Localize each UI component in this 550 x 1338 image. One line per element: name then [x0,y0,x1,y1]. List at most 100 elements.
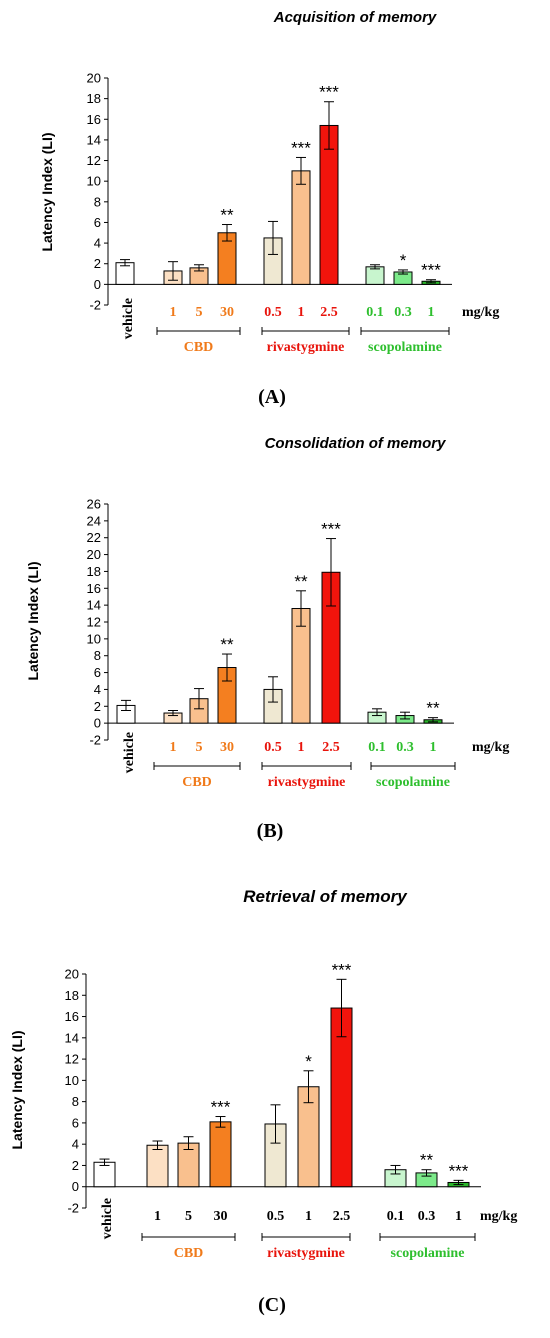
dose-label: 0.5 [264,305,282,320]
significance-mark: ** [426,699,440,718]
y-tick-label: 6 [72,1115,79,1130]
y-tick-label: 4 [94,236,101,251]
significance-mark: *** [319,83,339,102]
y-tick-label: 14 [87,598,101,613]
y-tick-label: 12 [87,153,101,168]
y-tick-label: 4 [94,682,101,697]
dose-label: 0.1 [366,305,384,320]
significance-mark: ** [294,572,308,591]
y-tick-label: 2 [72,1158,79,1173]
y-tick-label: 8 [94,194,101,209]
significance-mark: *** [291,138,311,157]
vehicle-label: vehicle [121,298,136,339]
vehicle-label: vehicle [100,1198,115,1239]
y-tick-label: 14 [87,132,101,147]
chart-title: Acquisition of memory [273,9,437,26]
significance-mark: ** [420,1151,434,1170]
significance-mark: * [400,251,407,270]
dose-label: 0.3 [418,1209,436,1224]
chart-b-svg: Consolidation of memory-2024681012141618… [25,435,509,842]
y-tick-label: 18 [87,564,101,579]
y-tick-label: -2 [89,733,101,748]
y-tick-label: 6 [94,665,101,680]
y-tick-label: 0 [94,277,101,292]
dose-label: 1 [305,1209,312,1224]
y-tick-label: 24 [87,513,101,528]
y-axis-label: Latency Index (LI) [39,132,55,251]
group-label-cbd: CBD [174,1246,204,1261]
unit-label: mg/kg [462,305,499,320]
dose-label: 1 [298,305,305,320]
y-tick-label: 16 [65,1009,79,1024]
significance-mark: *** [449,1161,469,1180]
dose-label: 0.5 [264,740,282,755]
y-tick-label: 14 [65,1030,79,1045]
y-tick-label: 0 [94,716,101,731]
significance-mark: *** [321,520,341,539]
significance-mark: * [305,1052,312,1071]
group-label-cbd: CBD [182,775,212,790]
dose-label: 1 [298,740,305,755]
bar [209,1121,232,1188]
dose-label: 5 [196,740,203,755]
dose-label: 1 [154,1209,161,1224]
y-axis-label: Latency Index (LI) [25,561,41,680]
group-label-rivastygmine: rivastygmine [267,340,345,355]
chart-c-svg: Retrieval of memory-202468101214161820La… [9,890,517,1316]
y-tick-label: 2 [94,699,101,714]
dose-label: 0.1 [368,740,386,755]
bar [291,170,311,285]
y-tick-label: 2 [94,256,101,271]
group-label-scopolamine: scopolamine [391,1246,465,1261]
y-tick-label: 12 [87,615,101,630]
y-tick-label: 10 [87,174,101,189]
dose-label: 1 [170,305,177,320]
dose-label: 1 [428,305,435,320]
significance-mark: ** [220,635,234,654]
y-tick-label: 0 [72,1179,79,1194]
group-label-rivastygmine: rivastygmine [267,1246,345,1261]
dose-label: 30 [214,1209,228,1224]
y-tick-label: 6 [94,215,101,230]
y-tick-label: 18 [65,988,79,1003]
chart-a-svg: Acquisition of memory-202468101214161820… [39,9,499,408]
group-label-scopolamine: scopolamine [376,775,450,790]
dose-label: 1 [455,1209,462,1224]
significance-mark: *** [421,261,441,280]
bar [146,1144,169,1188]
dose-label: 2.5 [333,1209,351,1224]
dose-label: 0.3 [396,740,414,755]
y-tick-label: 8 [72,1094,79,1109]
significance-mark: ** [220,206,234,225]
y-tick-label: 26 [87,497,101,512]
y-tick-label: 10 [65,1073,79,1088]
dose-label: 5 [185,1209,192,1224]
panel-label: (B) [257,820,284,842]
bar [365,266,385,285]
group-label-scopolamine: scopolamine [368,340,442,355]
vehicle-label: vehicle [122,732,137,773]
y-tick-label: 16 [87,581,101,596]
dose-label: 5 [196,305,203,320]
y-axis-label: Latency Index (LI) [9,1030,25,1149]
unit-label: mg/kg [472,740,509,755]
chart-title: Retrieval of memory [243,890,408,906]
unit-label: mg/kg [480,1209,517,1224]
dose-label: 1 [170,740,177,755]
significance-mark: *** [332,960,352,979]
group-label-cbd: CBD [184,340,214,355]
dose-label: 0.5 [267,1209,285,1224]
significance-mark: *** [211,1098,231,1117]
dose-label: 30 [220,305,234,320]
panel-label: (C) [258,1294,286,1316]
dose-label: 30 [220,740,234,755]
dose-label: 0.1 [387,1209,405,1224]
y-tick-label: -2 [89,298,101,313]
y-tick-label: 22 [87,530,101,545]
dose-label: 2.5 [322,740,340,755]
dose-label: 1 [430,740,437,755]
y-tick-label: 8 [94,648,101,663]
